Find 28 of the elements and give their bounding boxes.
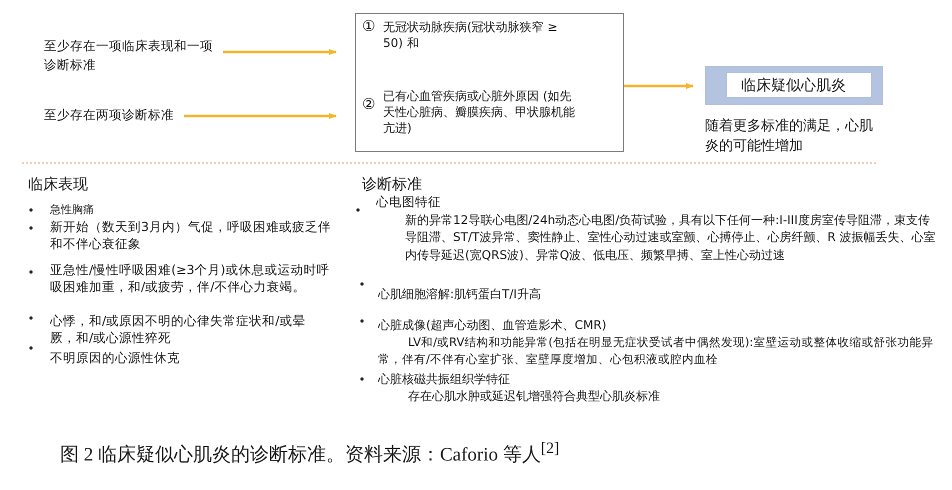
list-item: 亚急性/慢性呼吸困难(≥3个月)或休息或运动时呼吸困难加重，和/或疲劳，伴/不伴心力衰竭。 <box>50 262 330 296</box>
list-item: 不明原因的心源性休克 <box>50 350 181 367</box>
arrow <box>624 83 694 89</box>
caption: 图 2 临床疑似心肌炎的诊断标准。资料来源：Caforio 等人$^{[2]}$ <box>60 439 560 468</box>
list-item: 心肌细胞溶解:肌钙蛋白T/I升高 <box>378 286 542 302</box>
note-text: 随着更多标准的满足，心肌炎的可能性增加 <box>705 117 874 156</box>
list-item-detail: LV和/或RV结构和功能异常(包括在明显无症状受试者中偶然发现):室壁运动或整体收缩或舒张功能异常，伴有/不伴有心室扩张、室壁厚度增加、心包积液或腔内血栓 <box>378 334 934 368</box>
condition-text: 至少存在一项临床表现和一项诊断标准 <box>44 37 223 77</box>
result-box <box>705 66 883 105</box>
result-label: 临床疑似心肌炎 <box>727 73 871 97</box>
list-item: 心脏核磁共振组织学特征 <box>378 371 511 388</box>
section-heading: 临床表现 <box>28 174 89 194</box>
list-item: 新开始（数天到3月内）气促，呼吸困难或疲乏伴和不伴心衰征象 <box>50 219 332 253</box>
section-heading: 诊断标准 <box>362 174 423 194</box>
list-item: 急性胸痛 <box>50 203 95 218</box>
criteria-box <box>355 13 624 152</box>
criteria-text: 无冠状动脉疾病(冠状动脉狭窄 ≥ 50) 和 <box>383 19 559 52</box>
condition-text: 至少存在两项诊断标准 <box>44 106 184 126</box>
arrow <box>223 49 337 55</box>
list-item-detail: 存在心肌水肿或延迟钆增强符合典型心肌炎标准 <box>408 388 661 404</box>
circled-number: ① <box>362 16 376 36</box>
arrow <box>184 113 337 119</box>
list-item: 心悸，和/或原因不明的心律失常症状和/或晕厥，和/或心源性猝死 <box>50 313 306 347</box>
circled-number: ② <box>362 94 376 114</box>
list-item-detail: 新的异常12导联心电图/24h动态心电图/负荷试验，具有以下任何一种:I-III度房室传导阻滞，束支传导阻滞、ST/T波异常、窦性静止、室性心动过速或室颤、心搏停止、心房纤颤、R 波振幅丢失、心室内传导延迟(宽QRS波)、异常Q波、低电压、频繁早搏、室上性心动过速 <box>405 212 936 264</box>
criteria-text: 已有心血管疾病或心脏外原因 (如先天性心脏病、瓣膜疾病、甲状腺机能亢进) <box>383 88 576 137</box>
list-item: 心电图特征 <box>376 194 442 211</box>
list-item: 心脏成像(超声心动图、血管造影术、CMR) <box>378 317 608 334</box>
